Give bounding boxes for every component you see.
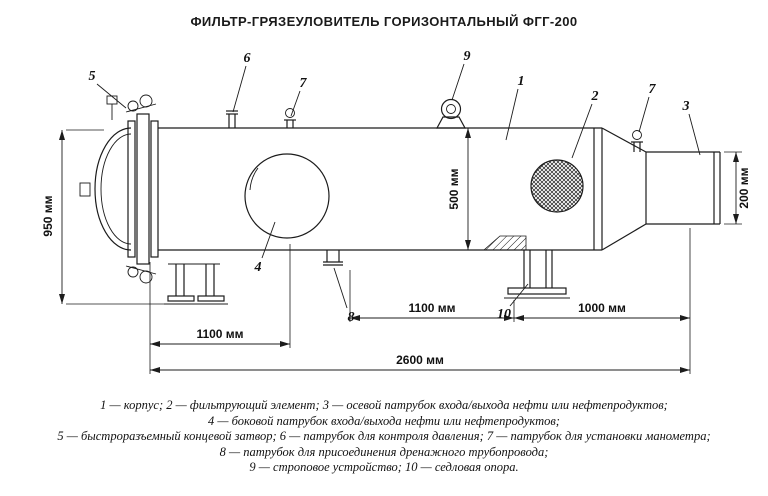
drain-nozzle [323,250,343,266]
pressure-control-nozzle [226,110,238,128]
dimension-200: 200 мм [724,151,751,225]
filter-element [530,159,584,213]
legend: 1 — корпус; 2 — фильтрующий элемент; 3 —… [0,398,768,476]
lifting-lug [435,98,467,129]
legend-line-1: 1 — корпус; 2 — фильтрующий элемент; 3 —… [100,398,668,412]
dim-500-label: 500 мм [447,168,461,209]
dim-1100a-label: 1100 мм [408,301,455,315]
callout-leaders [96,63,701,309]
axial-nozzle [601,127,721,251]
extension-lines [149,228,691,374]
dimension-1100-right: 1100 мм [350,301,514,321]
dim-950-label: 950 мм [41,195,55,236]
callout-6: 6 [244,51,251,66]
callout-9: 9 [464,49,471,64]
dimension-1100-left: 1100 мм [150,327,290,347]
side-nozzle [244,153,330,239]
callout-3: 3 [682,99,690,114]
legend-line-5: 9 — строповое устройство; 10 — седловая … [249,460,519,474]
quick-opening-closure [79,94,159,284]
dimension-2600: 2600 мм [150,353,690,373]
callout-2: 2 [591,89,599,104]
legend-line-4: 8 — патрубок для присоединения дренажног… [219,444,549,459]
callout-4: 4 [254,260,262,275]
callout-10: 10 [497,307,511,322]
dim-1100b-label: 1100 мм [196,327,243,341]
drawing-title: ФИЛЬТР-ГРЯЗЕУЛОВИТЕЛЬ ГОРИЗОНТАЛЬНЫЙ ФГГ… [190,14,578,29]
saddle-support [482,235,570,299]
dim-1000-label: 1000 мм [578,301,626,315]
callout-7-right: 7 [649,82,657,97]
dimension-500: 500 мм [447,128,471,250]
dim-200-label: 200 мм [737,167,751,208]
callout-8: 8 [348,310,355,325]
vessel-shell [158,127,603,251]
dimension-950: 950 мм [41,129,200,305]
callout-7-left: 7 [300,76,308,91]
manometer-nozzle-right [631,130,643,152]
callout-5: 5 [89,69,96,84]
callout-1: 1 [518,74,525,89]
support-legs [164,263,228,305]
legend-line-3: 5 — быстроразъемный концевой затвор; 6 —… [57,429,711,443]
dim-2600-label: 2600 мм [396,353,444,367]
dimension-1000: 1000 мм [514,301,690,321]
manometer-nozzle-left [284,108,296,128]
legend-line-2: 4 — боковой патрубок входа/выхода нефти … [208,413,560,428]
